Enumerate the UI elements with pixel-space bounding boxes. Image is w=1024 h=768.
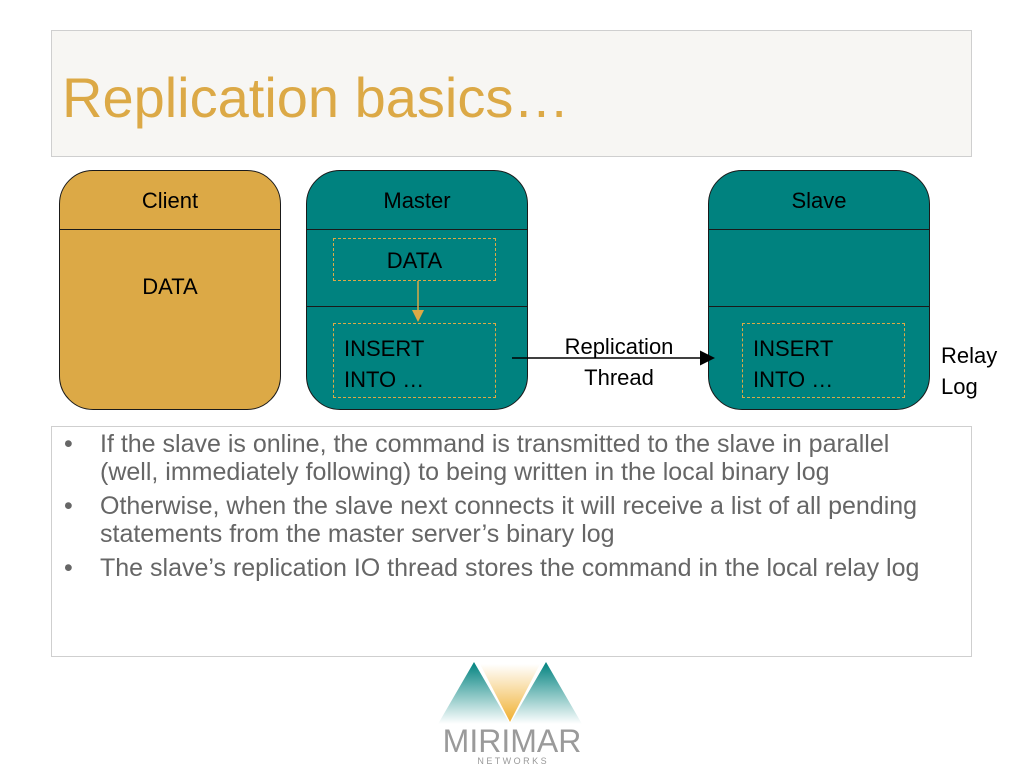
slave-insert-text: INSERT INTO … (753, 333, 833, 395)
slave-insert-line1: INSERT (753, 336, 834, 361)
master-insert-line1: INSERT (344, 336, 425, 361)
client-data-label: DATA (142, 274, 198, 299)
replication-thread-label: Replication Thread (545, 331, 693, 393)
master-label: Master (383, 188, 451, 213)
slave-insert-box: INSERT INTO … (742, 323, 905, 398)
logo-name: MIRIMAR (443, 723, 582, 759)
bullet-dot-icon: • (64, 554, 73, 582)
slave-divider-top (709, 229, 929, 230)
bullet-item: • If the slave is online, the command is … (64, 430, 941, 486)
relay-log-label: Relay Log (941, 340, 997, 402)
master-data-label: DATA (386, 248, 443, 273)
bullet-list-box: • If the slave is online, the command is … (51, 426, 972, 657)
replication-label-line2: Thread (584, 365, 654, 390)
master-data-box: DATA (333, 238, 496, 281)
master-insert-text: INSERT INTO … (344, 333, 424, 395)
slave-insert-line2: INTO … (753, 367, 834, 392)
bullet-item: • Otherwise, when the slave next connects… (64, 492, 941, 548)
client-label: Client (141, 188, 199, 213)
title-box: Replication basics… (51, 30, 972, 157)
bullet-list: • If the slave is online, the command is … (64, 430, 941, 588)
bullet-dot-icon: • (64, 430, 73, 458)
bullet-item: • The slave’s replication IO thread store… (64, 554, 941, 582)
slide-title: Replication basics… (62, 66, 570, 129)
slave-label: Slave (791, 188, 847, 213)
bullet-dot-icon: • (64, 492, 73, 520)
master-divider-mid (307, 306, 527, 307)
client-divider (60, 229, 280, 230)
slave-box: Slave INSERT INTO … (708, 170, 930, 410)
slave-divider-mid (709, 306, 929, 307)
master-box: Master DATA INSERT INTO … (306, 170, 528, 410)
replication-label-line1: Replication (564, 334, 674, 359)
relay-label-line1: Relay (941, 343, 998, 368)
master-insert-box: INSERT INTO … (333, 323, 496, 398)
mirimar-logo: MIRIMAR N E T W O R K S (438, 662, 582, 766)
bullet-text: The slave’s replication IO thread stores… (100, 554, 920, 582)
relay-label-line2: Log (941, 374, 978, 399)
bullet-text: Otherwise, when the slave next connects … (100, 492, 918, 548)
client-box: Client DATA (59, 170, 281, 410)
master-divider-top (307, 229, 527, 230)
bullet-text: If the slave is online, the command is t… (100, 430, 890, 486)
master-insert-line2: INTO … (344, 367, 425, 392)
logo-subtitle: N E T W O R K S (477, 756, 546, 766)
